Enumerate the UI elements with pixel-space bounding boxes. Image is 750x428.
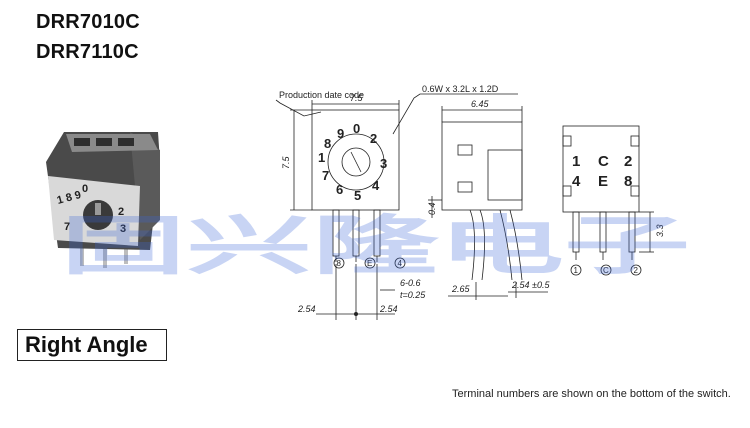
dial-digit: 4 xyxy=(372,178,380,193)
dial-digit: 6 xyxy=(336,182,343,197)
dial-digit: 0 xyxy=(353,121,360,136)
side-height-dim: 0.4 xyxy=(427,202,437,215)
pitch-right-dim: 2.54 xyxy=(379,304,398,314)
pitch-left-dim: 2.54 xyxy=(297,304,316,314)
rear-label: 1 xyxy=(572,153,580,170)
dial-digits: 1 8 9 0 2 3 4 5 6 7 xyxy=(318,121,387,203)
dial-digit: 2 xyxy=(370,131,377,146)
svg-text:2: 2 xyxy=(118,206,124,218)
thickness-dim: t=0.25 xyxy=(400,290,426,300)
date-code-label: Production date code xyxy=(279,90,364,100)
svg-text:7: 7 xyxy=(64,221,70,233)
footnote: Terminal numbers are shown on the bottom… xyxy=(452,388,731,400)
dial-digit: 7 xyxy=(322,168,329,183)
rear-view-drawing xyxy=(562,125,654,276)
front-height-dim: 7.5 xyxy=(281,155,291,169)
switch-photo: 1 8 9 0 2 3 7 xyxy=(46,132,160,268)
model-title-1: DRR7010C xyxy=(36,11,140,33)
dial-digit: 8 xyxy=(324,136,331,151)
offset-dim: 2.65 xyxy=(451,284,471,294)
dial-digit: 5 xyxy=(354,188,361,203)
pin-size-label: 0.6W x 3.2L x 1.2D xyxy=(422,84,499,94)
orientation-label: Right Angle xyxy=(17,329,167,361)
model-title-2: DRR7110C xyxy=(36,41,139,63)
rear-label: 4 xyxy=(572,173,581,190)
dial-digit: 3 xyxy=(380,156,387,171)
dial-digit: 9 xyxy=(337,126,344,141)
rear-label: C xyxy=(598,153,609,170)
rear-label: 2 xyxy=(624,153,632,170)
pin-count-dim: 6-0.6 xyxy=(400,278,421,288)
front-view-drawing xyxy=(275,93,518,320)
rear-pin-label: C xyxy=(603,266,609,275)
front-pin-label: E xyxy=(367,259,372,268)
rear-height-dim: 3.3 xyxy=(655,224,665,237)
front-pin-label: 4 xyxy=(398,259,403,268)
side-width-dim: 6.45 xyxy=(471,99,490,109)
rear-label: 8 xyxy=(624,173,632,190)
side-view-drawing xyxy=(428,106,548,300)
watermark: 固兴隆电子 xyxy=(60,210,690,284)
front-width-dim: 7.5 xyxy=(350,93,364,103)
dial-digit: 1 xyxy=(318,150,325,165)
rear-label: E xyxy=(598,173,608,190)
svg-text:0: 0 xyxy=(82,183,88,195)
rear-pin-label: 2 xyxy=(634,266,639,275)
front-pin-label: 8 xyxy=(337,259,342,268)
svg-text:3: 3 xyxy=(120,223,126,235)
side-pitch-dim: 2.54 ±0.5 xyxy=(511,280,550,290)
rear-pin-label: 1 xyxy=(574,266,579,275)
